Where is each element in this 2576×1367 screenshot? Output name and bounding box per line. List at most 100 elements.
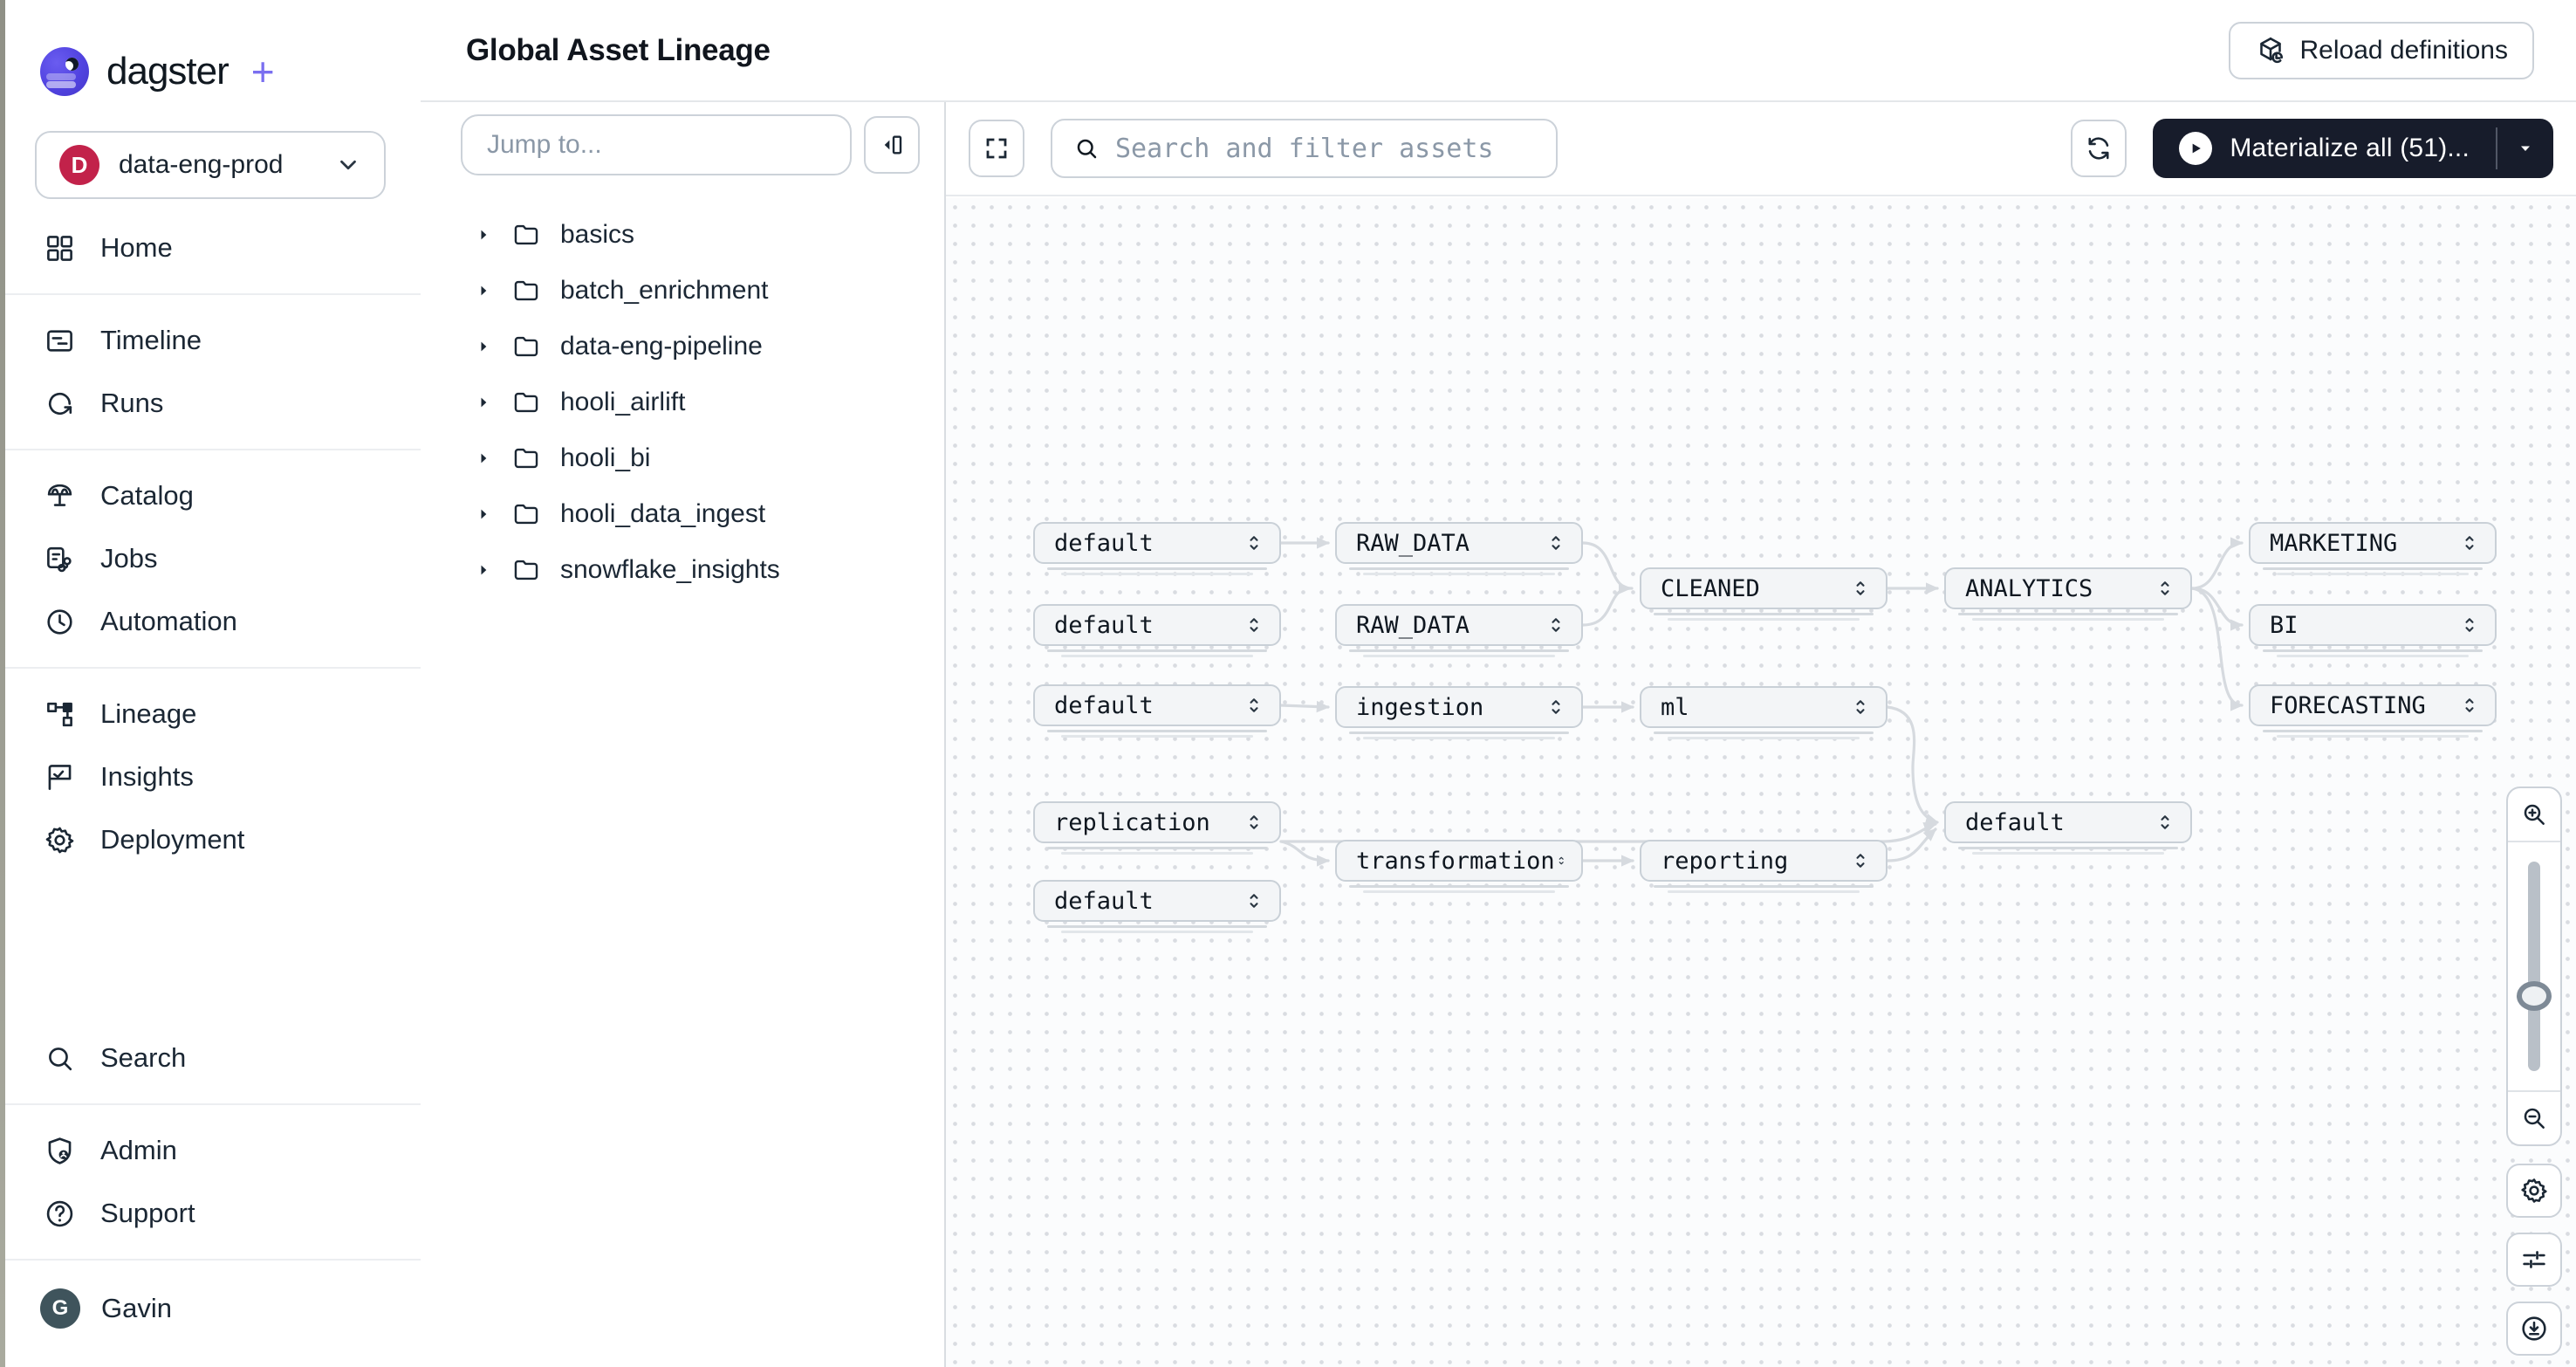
asset-group-node[interactable]: default <box>1033 684 1281 738</box>
zoom-out-button[interactable] <box>2508 1090 2560 1144</box>
unfold-icon[interactable] <box>1555 849 1567 872</box>
sidebar-item-home[interactable]: Home <box>0 216 421 279</box>
graph-settings-button[interactable] <box>2506 1164 2562 1218</box>
caret-right-icon[interactable] <box>475 338 492 355</box>
tree-folder-label: hooli_bi <box>560 443 651 472</box>
unfold-icon[interactable] <box>1545 614 1567 636</box>
sidebar-item-search[interactable]: Search <box>0 1027 421 1089</box>
asset-group-node[interactable]: ml <box>1640 686 1887 739</box>
divider <box>0 293 421 295</box>
asset-group-node[interactable]: MARKETING <box>2249 522 2497 575</box>
tree-folder-label: batch_enrichment <box>560 276 769 305</box>
tree-folder-label: data-eng-pipeline <box>560 332 763 361</box>
zoom-slider[interactable] <box>2508 842 2560 1090</box>
unfold-icon[interactable] <box>1849 849 1872 872</box>
deployment-switcher[interactable]: D data-eng-prod <box>35 131 386 199</box>
unfold-icon[interactable] <box>1243 532 1265 554</box>
collapse-panel-button[interactable] <box>864 116 920 174</box>
unfold-icon[interactable] <box>2458 614 2481 636</box>
sidebar-item-automation[interactable]: Automation <box>0 590 421 653</box>
tree-folder-row[interactable]: hooli_airlift <box>421 374 944 430</box>
tree-folder-row[interactable]: data-eng-pipeline <box>421 319 944 374</box>
user-menu[interactable]: G Gavin <box>0 1274 421 1343</box>
asset-group-node[interactable]: BI <box>2249 604 2497 657</box>
asset-tree-panel: basics batch_enrichment data-eng-pipeline h… <box>421 102 946 1367</box>
tree-folder-row[interactable]: hooli_data_ingest <box>421 486 944 542</box>
unfold-icon[interactable] <box>2458 694 2481 717</box>
caret-right-icon[interactable] <box>475 450 492 467</box>
sidebar-item-timeline[interactable]: Timeline <box>0 309 421 372</box>
fullscreen-button[interactable] <box>969 120 1024 177</box>
lineage-edges <box>1279 537 2244 867</box>
sidebar-item-insights[interactable]: Insights <box>0 745 421 808</box>
caret-right-icon[interactable] <box>475 226 492 244</box>
tree-folder-row[interactable]: snowflake_insights <box>421 542 944 598</box>
asset-group-node[interactable]: default <box>1944 801 2192 855</box>
asset-group-node[interactable]: default <box>1033 522 1281 575</box>
asset-group-node[interactable]: ingestion <box>1335 686 1583 739</box>
settings-gear-icon <box>2519 1176 2549 1206</box>
download-graph-button[interactable] <box>2506 1302 2562 1356</box>
catalog-icon <box>44 480 76 512</box>
asset-group-node[interactable]: CLEANED <box>1640 567 1887 621</box>
sidebar-item-deployment[interactable]: Deployment <box>0 808 421 871</box>
asset-group-label: BI <box>2270 611 2299 639</box>
asset-group-node[interactable]: FORECASTING <box>2249 684 2497 738</box>
zoom-slider-track[interactable] <box>2528 862 2540 1071</box>
unfold-icon[interactable] <box>1243 694 1265 717</box>
sidebar-item-support[interactable]: Support <box>0 1182 421 1245</box>
zoom-in-button[interactable] <box>2508 788 2560 842</box>
divider <box>0 1103 421 1105</box>
tree-folder-row[interactable]: basics <box>421 207 944 263</box>
zoom-slider-thumb[interactable] <box>2517 981 2552 1012</box>
divider <box>0 1259 421 1261</box>
caret-right-icon[interactable] <box>475 505 492 523</box>
caret-right-icon[interactable] <box>475 561 492 579</box>
asset-group-label: RAW_DATA <box>1356 611 1470 639</box>
unfold-icon[interactable] <box>2154 577 2176 600</box>
reload-definitions-button[interactable]: Reload definitions <box>2228 21 2534 79</box>
caret-right-icon[interactable] <box>475 394 492 411</box>
sidebar-item-lineage[interactable]: Lineage <box>0 683 421 745</box>
unfold-icon[interactable] <box>1243 890 1265 912</box>
materialize-options-caret[interactable] <box>2497 119 2553 178</box>
unfold-icon[interactable] <box>2458 532 2481 554</box>
asset-group-node[interactable]: reporting <box>1640 840 1887 893</box>
filters-icon <box>2519 1245 2549 1274</box>
asset-group-node[interactable]: default <box>1033 604 1281 657</box>
brand[interactable]: dagster + <box>0 30 421 105</box>
unfold-icon[interactable] <box>1243 614 1265 636</box>
materialize-all-button[interactable]: Materialize all (51)... <box>2153 119 2554 178</box>
unfold-icon[interactable] <box>2154 811 2176 834</box>
caret-right-icon[interactable] <box>475 282 492 299</box>
jump-to-input[interactable] <box>461 114 852 175</box>
tree-folder-label: hooli_data_ingest <box>560 499 766 528</box>
search-icon <box>44 1042 76 1075</box>
unfold-icon[interactable] <box>1243 811 1265 834</box>
graph-filters-button[interactable] <box>2506 1233 2562 1287</box>
asset-group-node[interactable]: transformation <box>1335 840 1583 893</box>
asset-group-label: reporting <box>1661 847 1789 875</box>
sidebar-item-jobs[interactable]: Jobs <box>0 527 421 590</box>
sidebar-item-runs[interactable]: Runs <box>0 372 421 435</box>
unfold-icon[interactable] <box>1849 696 1872 718</box>
tree-folder-row[interactable]: hooli_bi <box>421 430 944 486</box>
lineage-pane: Materialize all (51)... defaultRAW_DATAM… <box>946 102 2576 1367</box>
unfold-icon[interactable] <box>1545 532 1567 554</box>
sidebar-item-label: Support <box>100 1198 195 1228</box>
asset-search-input[interactable] <box>1115 133 1535 164</box>
zoom-control-group <box>2506 787 2562 1146</box>
unfold-icon[interactable] <box>1849 577 1872 600</box>
tree-folder-row[interactable]: batch_enrichment <box>421 263 944 319</box>
sidebar-item-catalog[interactable]: Catalog <box>0 464 421 527</box>
refresh-button[interactable] <box>2071 120 2127 177</box>
asset-group-node[interactable]: default <box>1033 880 1281 933</box>
asset-group-node[interactable]: RAW_DATA <box>1335 604 1583 657</box>
asset-group-node[interactable]: replication <box>1033 801 1281 855</box>
sidebar-item-admin[interactable]: Admin <box>0 1119 421 1182</box>
asset-group-node[interactable]: RAW_DATA <box>1335 522 1583 575</box>
unfold-icon[interactable] <box>1545 696 1567 718</box>
asset-group-node[interactable]: ANALYTICS <box>1944 567 2192 621</box>
